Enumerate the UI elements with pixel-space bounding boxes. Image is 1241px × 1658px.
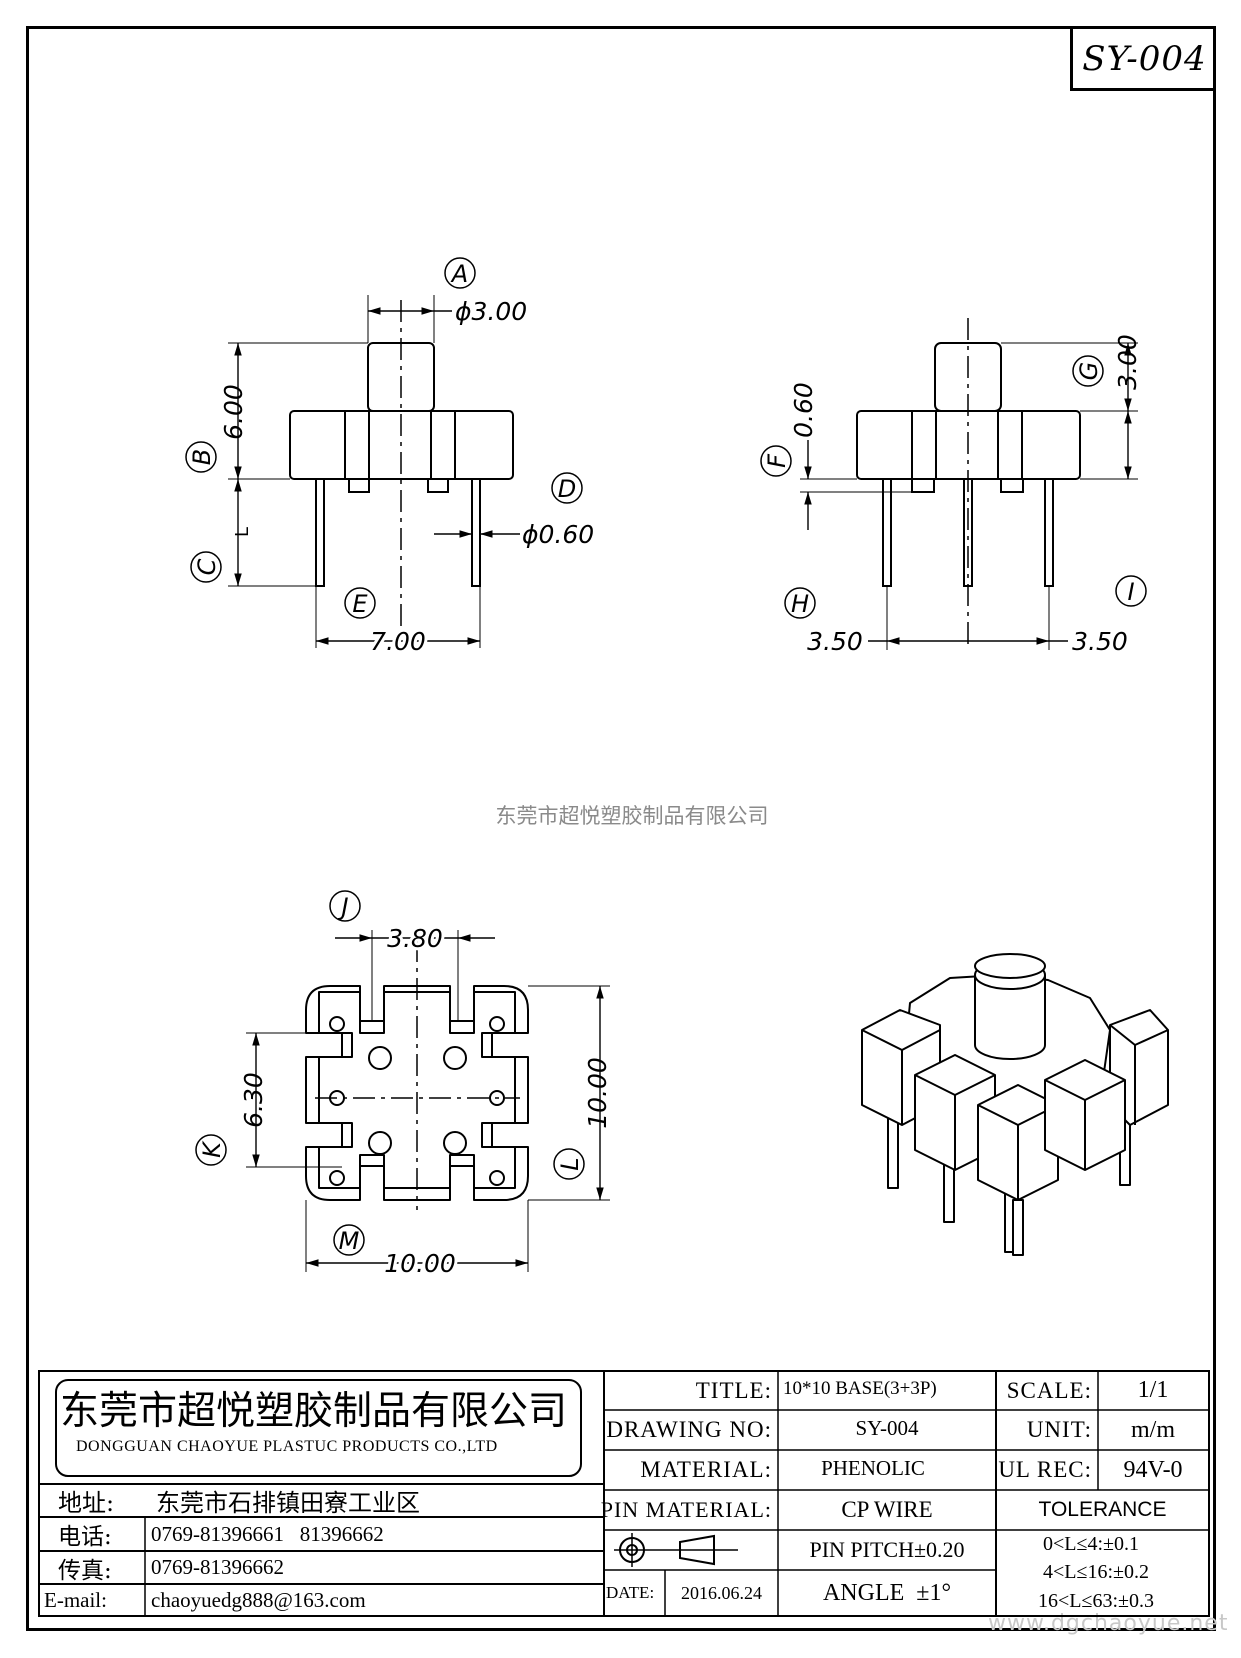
- dim-standoff: 0.60: [789, 382, 818, 438]
- title-block-grid: [38, 1370, 1210, 1617]
- title-label: TITLE:: [695, 1377, 772, 1403]
- tolerance-label: TOLERANCE: [1038, 1498, 1167, 1521]
- label-i: I: [1127, 578, 1134, 606]
- label-m: M: [339, 1227, 360, 1255]
- date-label: DATE:: [606, 1583, 655, 1602]
- unit-value: m/m: [1130, 1416, 1175, 1443]
- front-view-text: A B C D E ϕ3.00 6.00 L ϕ0.60 7.00: [188, 260, 594, 659]
- material-value: PHENOLIC: [821, 1455, 925, 1480]
- title-block: 东莞市超悦塑胶制品有限公司 DONGGUAN CHAOYUE PLASTUC P…: [38, 1370, 1210, 1617]
- tolerance-row-2: 4<L≤16:±0.2: [1043, 1560, 1150, 1583]
- watermark-text: 东莞市超悦塑胶制品有限公司: [495, 804, 769, 828]
- label-c: C: [193, 558, 221, 575]
- label-a: A: [450, 260, 468, 288]
- company-name-cn: 东莞市超悦塑胶制品有限公司: [60, 1389, 568, 1434]
- title-value: 10*10 BASE(3+3P): [783, 1378, 937, 1399]
- pin-material-label: PIN MATERIAL:: [600, 1497, 772, 1522]
- material-label: MATERIAL:: [640, 1457, 772, 1482]
- phone-value: 0769-81396661 81396662: [151, 1521, 384, 1546]
- label-k: K: [198, 1140, 226, 1158]
- email-label: E-mail:: [44, 1587, 107, 1612]
- drawing-code: SY-004: [1070, 29, 1216, 91]
- label-h: H: [791, 590, 809, 618]
- label-b: B: [188, 449, 216, 465]
- label-e: E: [352, 590, 368, 618]
- angle-tolerance: ANGLE ±1°: [822, 1579, 952, 1606]
- scale-value: 1/1: [1137, 1377, 1169, 1403]
- tolerance-row-1: 0<L≤4:±0.1: [1043, 1532, 1140, 1555]
- email-value: chaoyuedg888@163.com: [151, 1587, 366, 1612]
- isometric-view: [861, 953, 1169, 1256]
- dim-top: 3.00: [1113, 334, 1142, 390]
- dim-pin-span: 7.00: [370, 627, 426, 656]
- dim-pin-top-dia: ϕ3.00: [455, 297, 527, 326]
- label-d: D: [558, 475, 576, 503]
- label-j: J: [337, 893, 348, 921]
- dim-slot: 3.80: [387, 924, 443, 953]
- ul-rec-label: UL REC:: [998, 1457, 1092, 1482]
- fax-value: 0769-81396662: [151, 1555, 284, 1579]
- pin-material-value: CP WIRE: [841, 1497, 933, 1522]
- drawing-no-value: SY-004: [855, 1415, 919, 1440]
- dim-pin-length: L: [232, 527, 253, 537]
- front-view: [185, 257, 583, 648]
- dim-pitch-right: 3.50: [1072, 627, 1128, 656]
- scale-label: SCALE:: [1006, 1377, 1092, 1403]
- bottom-view: [195, 890, 610, 1272]
- bottom-view-text: J K L M 3.80 6.30 10.00 10.00: [198, 893, 612, 1281]
- dim-height-10: 10.00: [583, 1057, 612, 1129]
- date-value: 2016.06.24: [681, 1582, 762, 1603]
- label-g: G: [1075, 362, 1103, 381]
- fax-label: 传真:: [58, 1557, 112, 1584]
- company-name-en: DONGGUAN CHAOYUE PLASTUC PRODUCTS CO.,LT…: [76, 1438, 498, 1455]
- dim-pin-dia: ϕ0.60: [522, 520, 594, 549]
- dim-inner: 6.30: [239, 1072, 268, 1128]
- address-label: 地址:: [58, 1489, 115, 1517]
- dim-height: 6.00: [219, 384, 248, 440]
- dim-pitch-left: 3.50: [807, 627, 863, 656]
- drawing-frame: [26, 26, 1216, 1631]
- dim-width-10: 10.00: [384, 1249, 456, 1278]
- side-view-text: G F H I 3.00 0.60 3.50 3.50: [763, 334, 1142, 656]
- tolerance-row-3: 16<L≤63:±0.3: [1038, 1589, 1155, 1612]
- label-f: F: [763, 453, 791, 468]
- pin-pitch-tolerance: PIN PITCH±0.20: [809, 1537, 965, 1562]
- address-value: 东莞市石排镇田寮工业区: [156, 1489, 420, 1517]
- label-l: L: [556, 1157, 584, 1170]
- phone-label: 电话:: [58, 1524, 112, 1550]
- unit-label: UNIT:: [1026, 1417, 1092, 1442]
- drawing-no-label: DRAWING NO:: [606, 1417, 772, 1442]
- side-view: [760, 318, 1147, 650]
- ul-rec-value: 94V-0: [1123, 1456, 1183, 1483]
